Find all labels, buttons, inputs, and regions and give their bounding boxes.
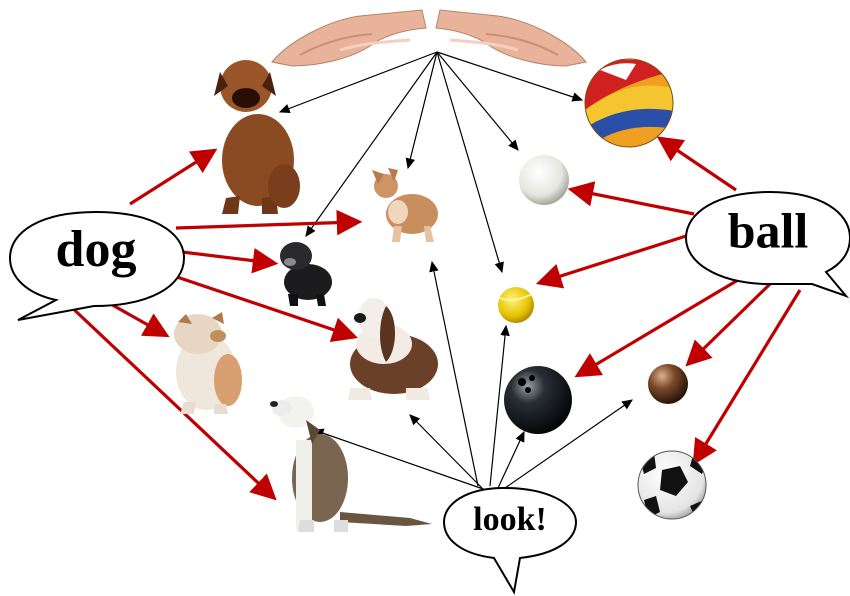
tennis-ball-icon [498,287,534,323]
small-bronze-ball-icon [648,364,688,404]
beach-ball-outline [584,58,674,148]
ball-speech-bubble: ball [684,190,850,299]
look-pointing-arrows [312,260,633,491]
look-speech-bubble: look! [442,486,578,595]
ball-word-arrows [535,136,802,466]
dog-word-arrows [64,148,363,501]
ball-bubble-label: ball [728,202,809,258]
pitbull-dog-icon [270,396,432,532]
hands-pointing-arrows [278,51,584,274]
soccer-ball-icon [637,450,707,520]
look-bubble-label: look! [473,501,547,538]
bowling-ball-icon [504,366,572,434]
mastiff-dog-icon [214,60,300,214]
pointing-hands-icon [271,9,587,67]
beach-ball-icon [585,59,673,147]
basset-hound-dog-icon [348,298,438,400]
chihuahua-dog-icon [372,168,438,242]
white-ball-icon [519,155,569,205]
bulldog-dog-icon [174,312,242,414]
black-puppy-dog-icon [280,242,332,306]
dog-bubble-label: dog [56,221,137,278]
dog-speech-bubble: dog [8,210,186,321]
